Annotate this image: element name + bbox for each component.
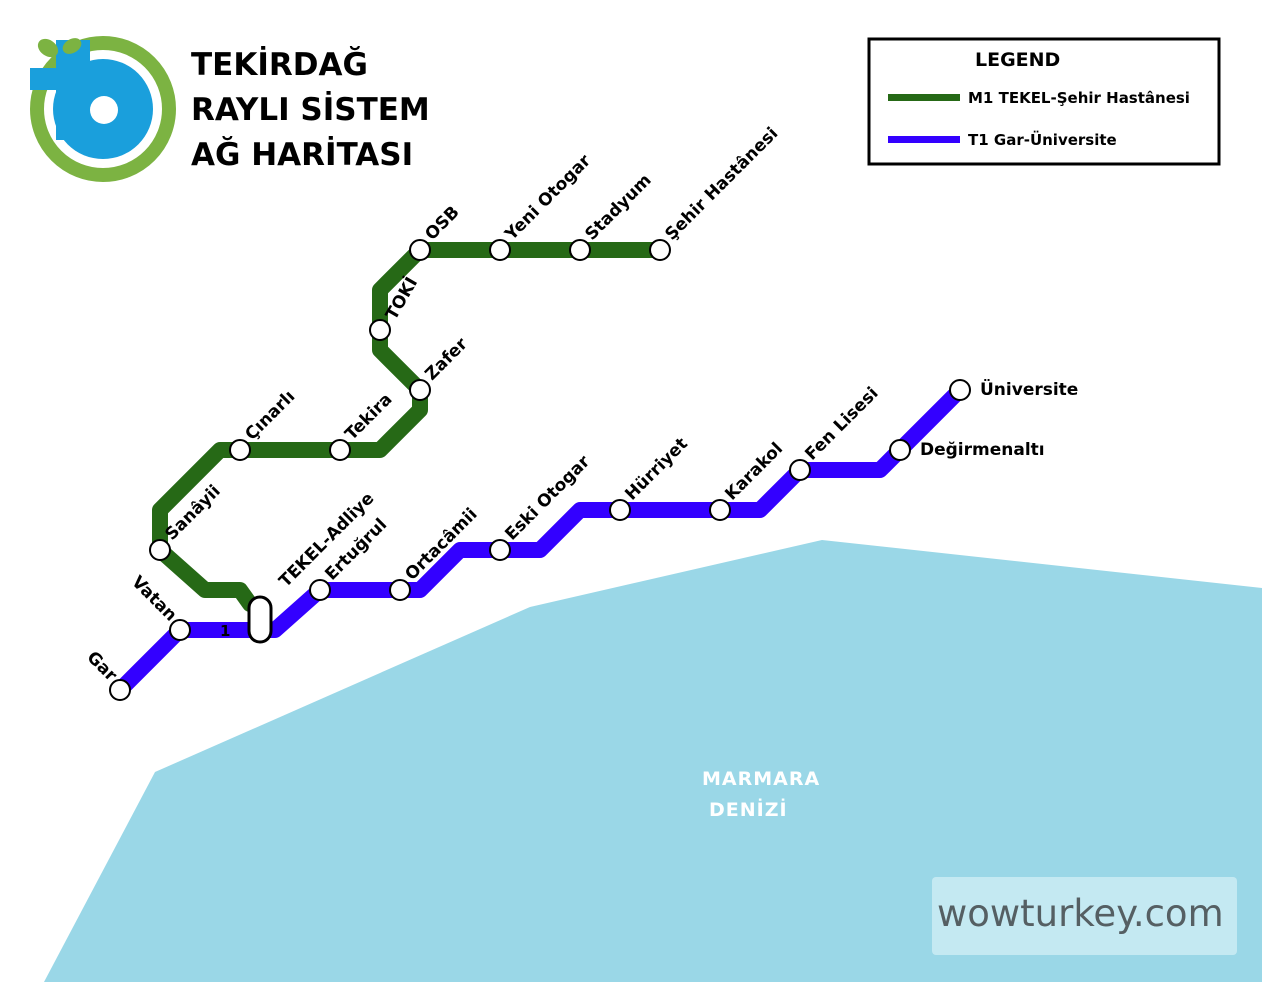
label-eski-otogar: Eski Otogar (501, 451, 594, 544)
station-ertugrul (309, 579, 331, 601)
station-gar (109, 679, 131, 701)
station-osb (409, 239, 431, 261)
station-stadyum (569, 239, 591, 261)
station-zafer (409, 379, 431, 401)
map-title-line3: AĞ HARİTASI (191, 136, 413, 173)
watermark: wowturkey.com (937, 892, 1224, 935)
interchange-tekel-adliye (247, 595, 273, 644)
label-universite: Üniversite (980, 378, 1078, 400)
watermark-box (932, 877, 1237, 955)
legend-label-m1: M1 TEKEL-Şehir Hastânesi (968, 89, 1190, 107)
station-tekira (329, 439, 351, 461)
label-vatan: Vatan (127, 572, 180, 625)
city-logo (30, 36, 176, 182)
line-m1-stations (149, 239, 671, 561)
legend-swatch-t1 (888, 136, 960, 143)
station-ortacamii (389, 579, 411, 601)
interchange-marker-label: 1 (220, 622, 230, 640)
label-osb: OSB (421, 202, 463, 244)
station-cinarli (229, 439, 251, 461)
label-degirmenalti: Değirmenaltı (920, 440, 1045, 460)
line-m1-route (152, 242, 668, 612)
legend-label-t1: T1 Gar-Üniversite (968, 130, 1117, 149)
station-sehir-hastanesi (649, 239, 671, 261)
station-hurriyet (609, 499, 631, 521)
label-cinarli: Çınarlı (241, 387, 299, 445)
station-fen-lisesi (789, 459, 811, 481)
sea-label-line2: DENİZİ (709, 797, 788, 821)
station-degirmenalti (889, 439, 911, 461)
station-yeni-otogar (489, 239, 511, 261)
map-title-line2: RAYLI SİSTEM (191, 92, 430, 128)
line-t1-stations (109, 379, 971, 701)
label-hurriyet: Hürriyet (621, 434, 691, 504)
map-title-line1: TEKİRDAĞ (191, 46, 368, 83)
label-stadyum: Stadyum (581, 170, 655, 244)
station-toki (369, 319, 391, 341)
station-universite (949, 379, 971, 401)
legend: LEGEND M1 TEKEL-Şehir Hastânesi T1 Gar-Ü… (867, 37, 1221, 166)
sea-label-line1: MARMARA (702, 768, 820, 790)
label-sehir-hastanesi: Şehir Hastânesi (661, 124, 782, 245)
legend-swatch-m1 (888, 94, 960, 101)
legend-title: LEGEND (975, 49, 1060, 71)
label-fen-lisesi: Fen Lisesi (801, 383, 882, 464)
station-eski-otogar (489, 539, 511, 561)
marmara-sea (44, 540, 1262, 982)
station-vatan (169, 619, 191, 641)
station-karakol (709, 499, 731, 521)
station-sanayii (149, 539, 171, 561)
label-zafer: Zafer (421, 334, 472, 385)
